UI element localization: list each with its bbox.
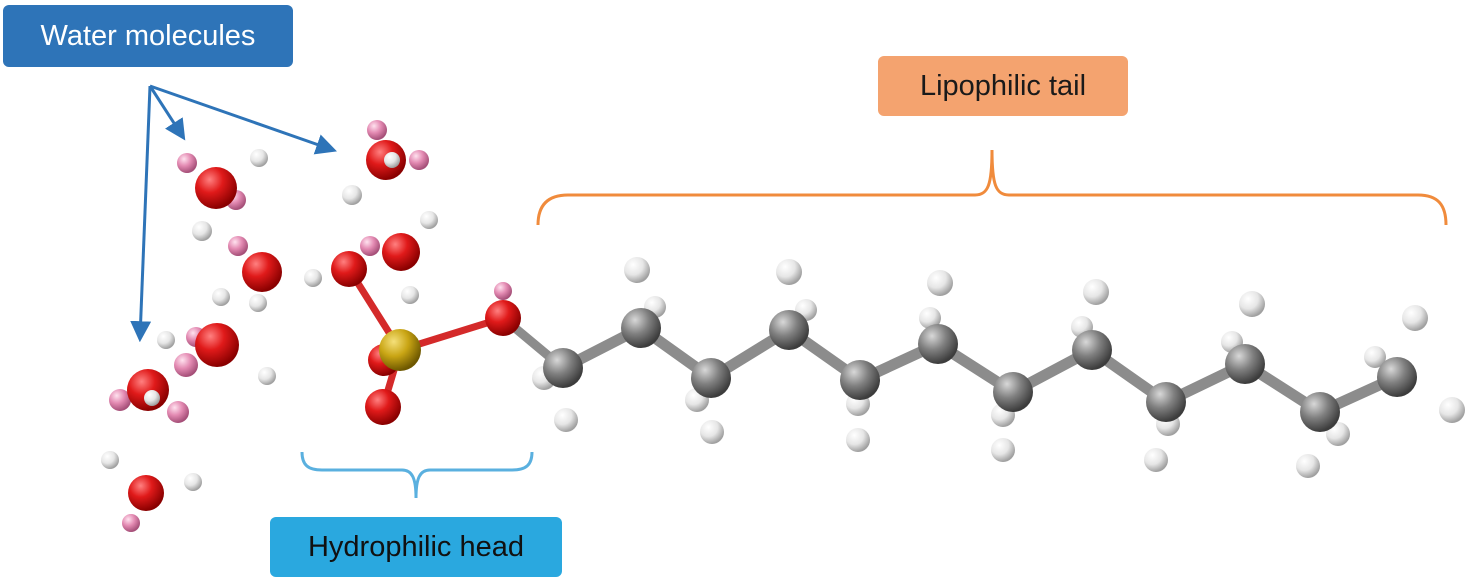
tail-hydrogens: [532, 257, 1465, 478]
hydrogen-atom: [494, 282, 512, 300]
carbon-atom: [1377, 357, 1417, 397]
water-molecules-label: Water molecules: [3, 5, 293, 67]
head-bracket: [300, 451, 534, 499]
water-molecule: [101, 451, 202, 532]
carbon-atom: [1225, 344, 1265, 384]
tail-bracket: [536, 149, 1448, 226]
water-molecule: [228, 236, 322, 312]
water-molecules: [101, 120, 438, 532]
lipophilic-tail-label: Lipophilic tail: [878, 56, 1128, 116]
oxygen-atom: [485, 300, 521, 336]
water-molecule: [342, 120, 429, 205]
sulfur-atom: [379, 329, 421, 371]
water-molecule: [174, 288, 276, 385]
water-molecule: [109, 331, 189, 423]
water-molecule: [177, 149, 268, 241]
carbon-atom: [993, 372, 1033, 412]
water-arrow-1: [148, 85, 186, 141]
carbon-atom: [691, 358, 731, 398]
oxygen-atom: [331, 251, 367, 287]
water-arrows: [130, 84, 337, 343]
carbon-atom: [769, 310, 809, 350]
carbon-atom: [1146, 382, 1186, 422]
carbon-atom: [840, 360, 880, 400]
water-arrow-2: [149, 84, 337, 155]
oxygen-atom: [365, 389, 401, 425]
carbon-atom: [1072, 330, 1112, 370]
carbon-atom: [1300, 392, 1340, 432]
water-arrow-3: [130, 85, 152, 343]
water-molecule: [360, 211, 438, 304]
hydrophilic-head-label: Hydrophilic head: [270, 517, 562, 577]
sulfate-head: [331, 251, 521, 425]
carbon-atom: [621, 308, 661, 348]
carbon-atom: [918, 324, 958, 364]
carbon-atom: [543, 348, 583, 388]
carbon-chain: [543, 308, 1417, 432]
